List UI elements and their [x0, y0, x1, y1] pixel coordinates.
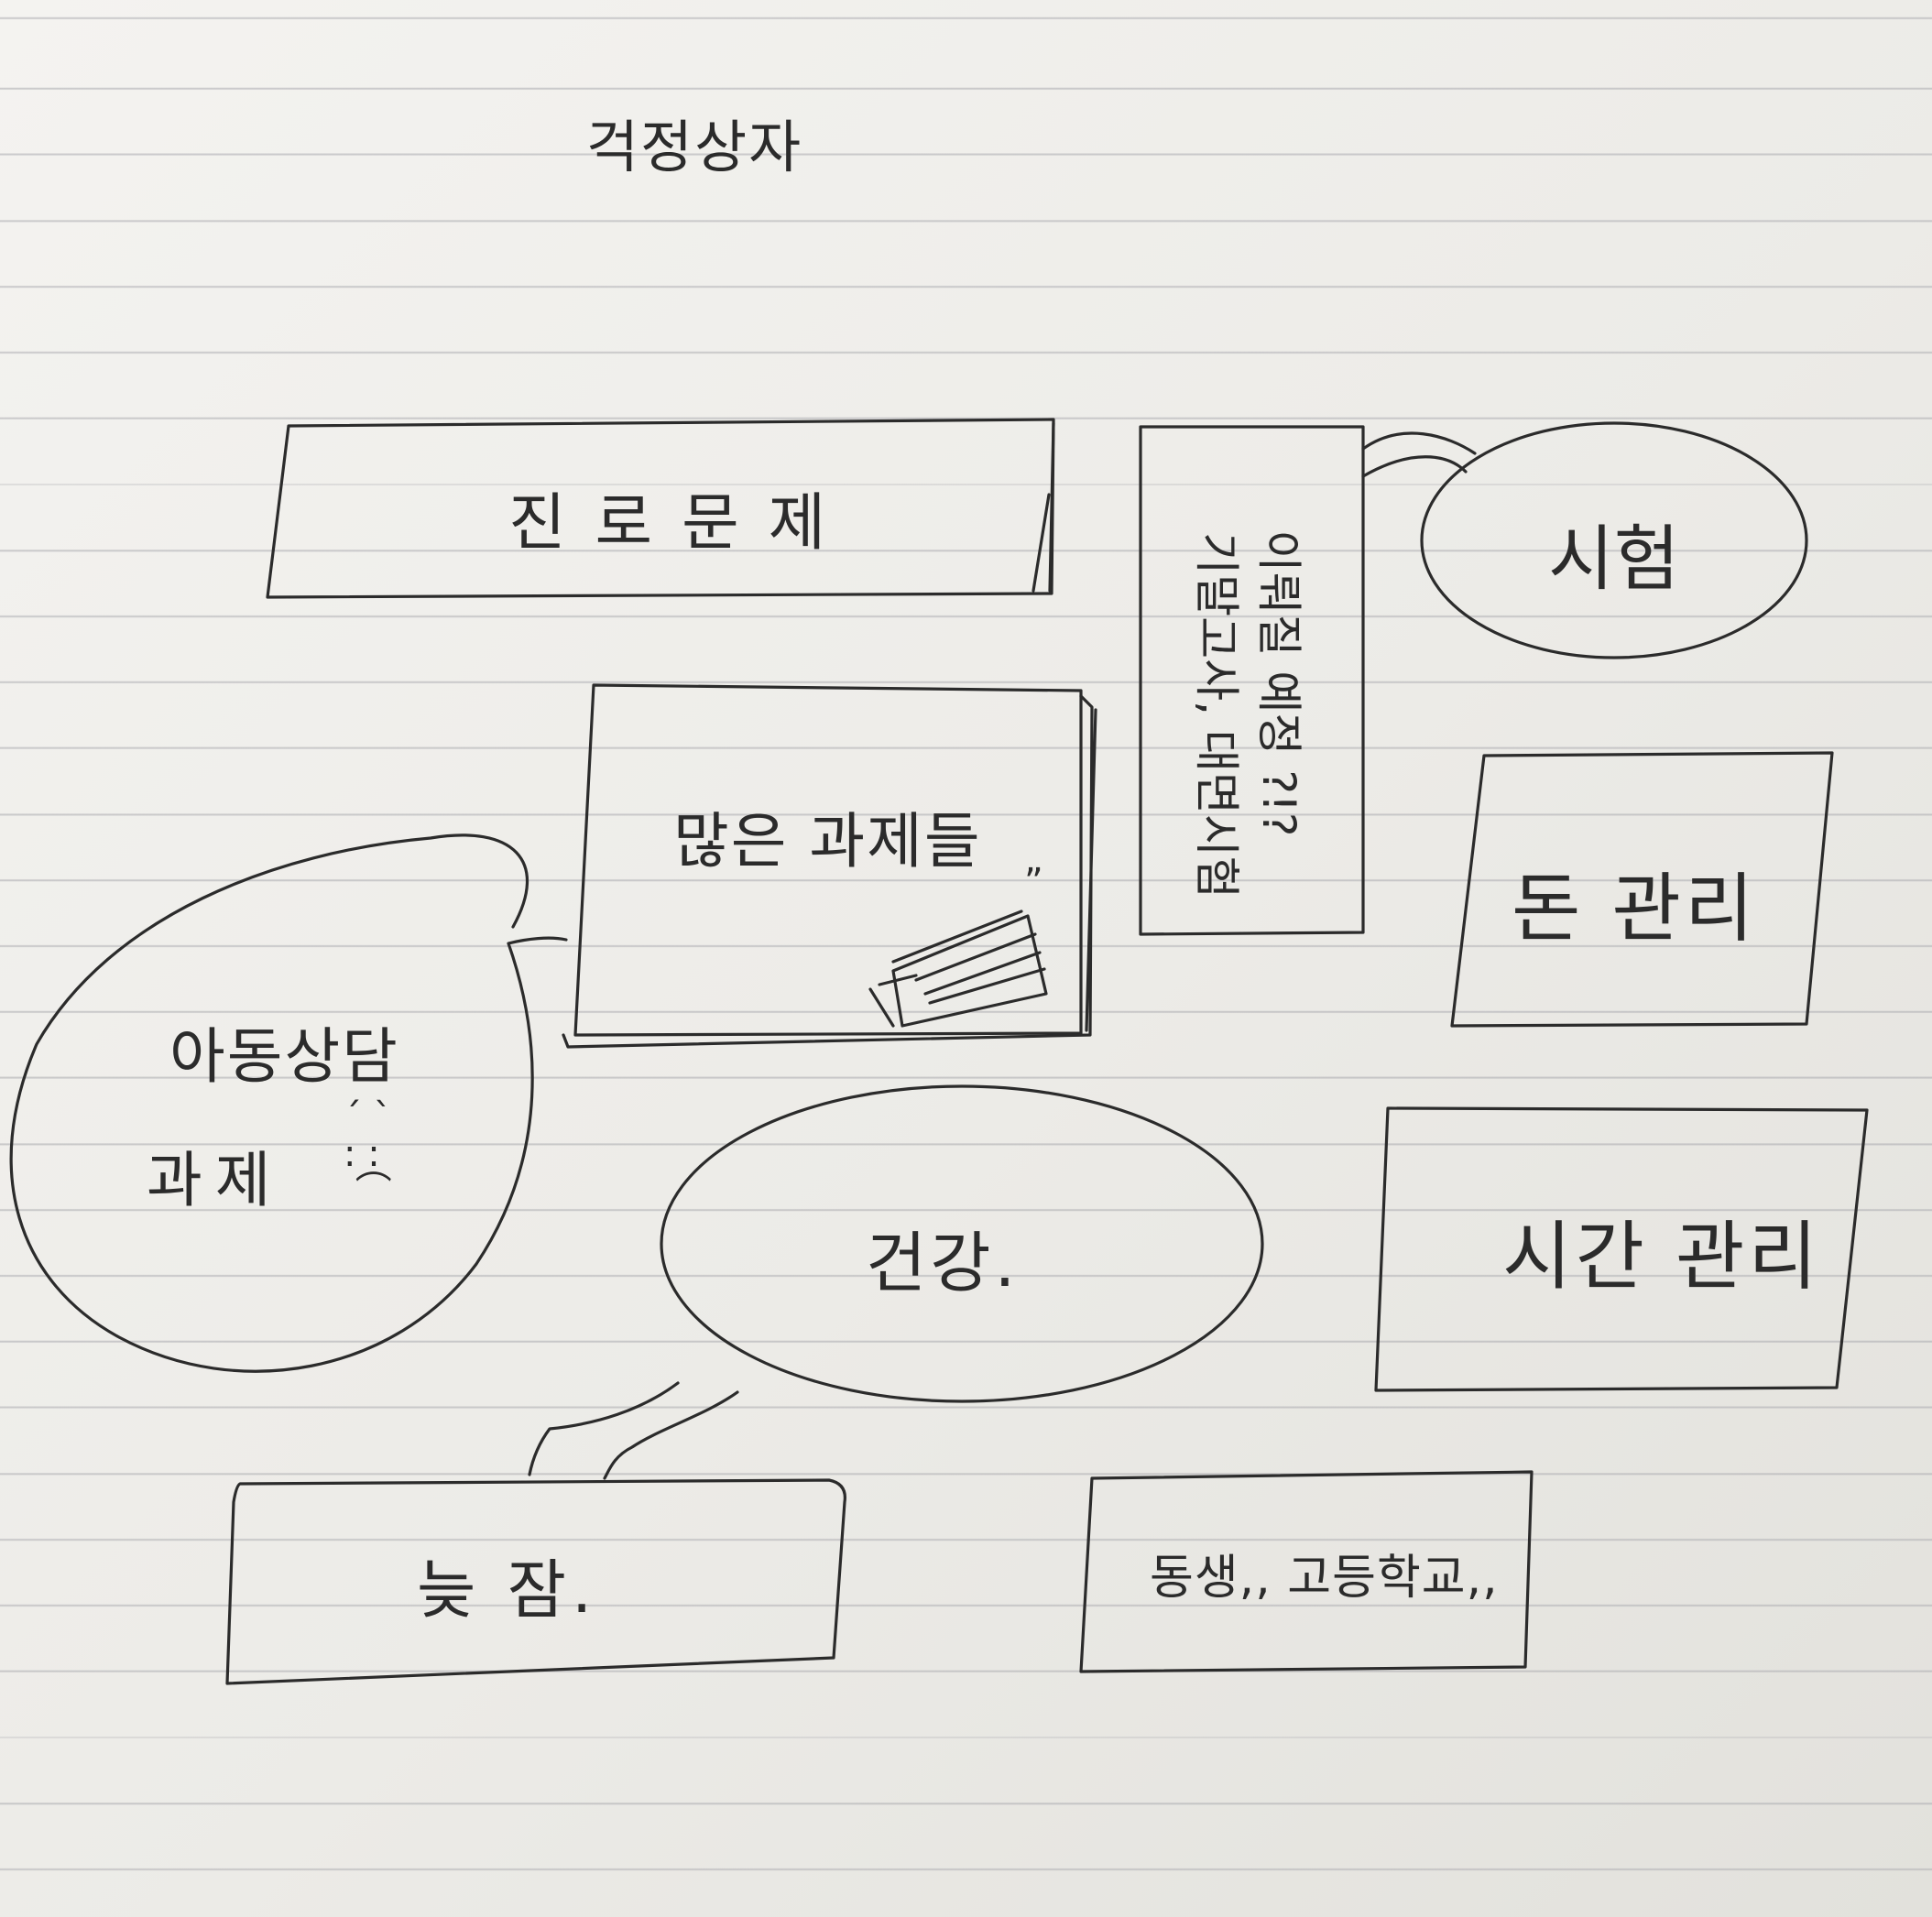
sleep-label: 늦 잠.	[417, 1552, 598, 1628]
exam-bubble	[1420, 421, 1808, 659]
sad-face-icon: ˊ ˋ : : ⌒	[344, 1096, 392, 1212]
assignments-label: 많은 과제들	[673, 806, 982, 877]
sibling-box	[1079, 1470, 1534, 1673]
assignments-mark: ”	[1024, 861, 1043, 903]
exam-note-line2: 이뤄질 예정 ?!?	[1252, 529, 1305, 837]
counseling-bubble	[9, 833, 568, 1373]
money-box	[1450, 751, 1834, 1028]
counseling-label-line1: 아동상담	[169, 1021, 399, 1092]
assignments-box-back	[562, 694, 1097, 1049]
title: 걱정상자	[586, 114, 803, 180]
connector-note-exam	[1361, 431, 1477, 478]
assignments-box	[573, 683, 1083, 1037]
connector-health-sleep	[528, 1381, 739, 1480]
career-box-shadow	[1031, 421, 1055, 593]
time-label: 시간 관리	[1502, 1214, 1821, 1301]
health-bubble	[660, 1084, 1264, 1403]
sibling-label: 동생,, 고등학교,,	[1150, 1551, 1499, 1606]
exam-note-box	[1139, 425, 1365, 936]
exam-note-line1: 기말고사, 대면시험	[1190, 532, 1243, 899]
health-label: 건강.	[866, 1225, 1020, 1302]
counseling-label-line2: 과제	[147, 1145, 284, 1215]
paper-stack-icon	[868, 909, 1048, 1028]
money-label: 돈 관리	[1512, 866, 1758, 953]
time-box	[1374, 1106, 1869, 1392]
career-label: 진로문제	[508, 487, 856, 560]
exam-label: 시험	[1548, 518, 1680, 601]
career-box	[266, 418, 1055, 599]
sleep-box	[225, 1478, 846, 1685]
